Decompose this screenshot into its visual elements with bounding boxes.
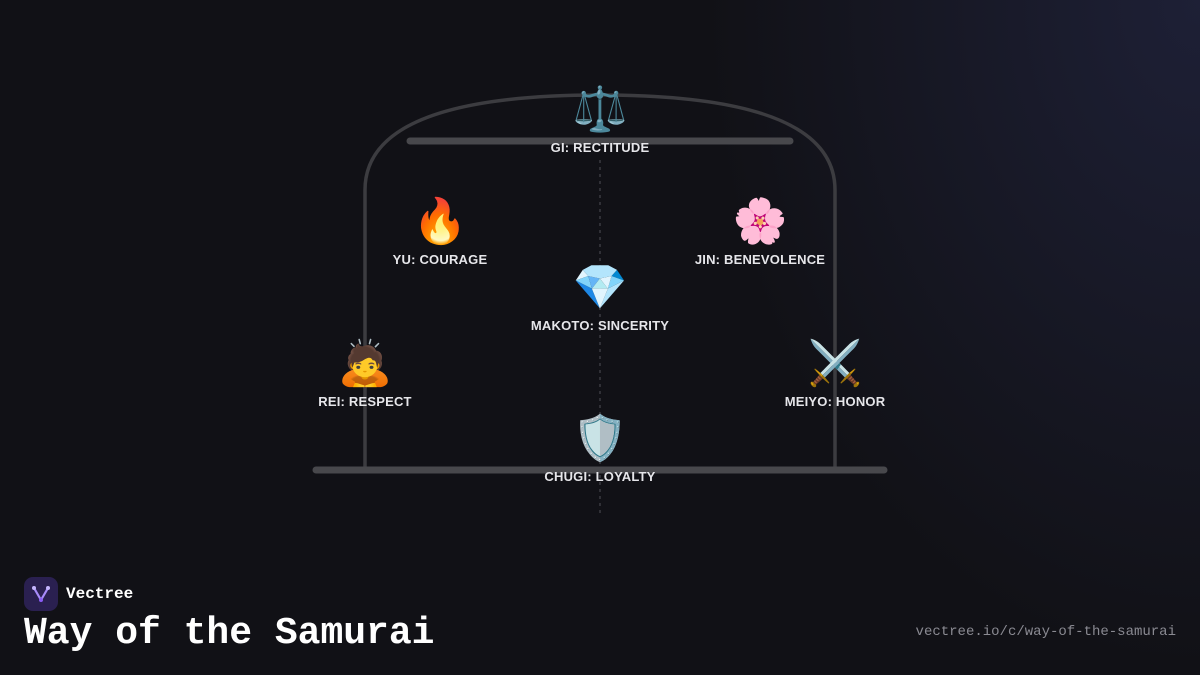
page-title: Way of the Samurai [24,612,435,655]
node-label: JIN: BENEVOLENCE [694,252,826,267]
balance-scale-icon: ⚖️ [572,84,628,135]
gem-icon: 💎 [572,262,628,313]
cherry-blossom-icon: 🌸 [732,196,788,247]
node-label: MEIYO: HONOR [784,394,886,409]
arch-frame [363,93,837,468]
brand-name: Vectree [66,585,134,603]
node-gi: ⚖️ GI: RECTITUDE [500,84,700,155]
node-rei: 🙇 REI: RESPECT [265,338,465,409]
brand: Vectree [24,577,133,611]
page-url: vectree.io/c/way-of-the-samurai [915,624,1176,640]
node-makoto: 💎 MAKOTO: SINCERITY [500,262,700,333]
node-meiyo: ⚔️ MEIYO: HONOR [735,338,935,409]
vectree-logo-icon [24,577,58,611]
node-chugi: 🛡️ CHUGI: LOYALTY [500,413,700,484]
node-yu: 🔥 YU: COURAGE [340,196,540,267]
vectree-logo-mark [32,586,50,602]
fire-icon: 🔥 [412,196,468,247]
node-label: REI: RESPECT [318,394,412,409]
shield-icon: 🛡️ [572,413,628,464]
node-jin: 🌸 JIN: BENEVOLENCE [660,196,860,267]
bowing-person-icon: 🙇 [337,338,393,389]
crossed-swords-icon: ⚔️ [807,338,863,389]
node-label: YU: COURAGE [392,252,488,267]
node-label: MAKOTO: SINCERITY [530,318,670,333]
node-label: CHUGI: LOYALTY [544,469,656,484]
node-label: GI: RECTITUDE [550,140,650,155]
